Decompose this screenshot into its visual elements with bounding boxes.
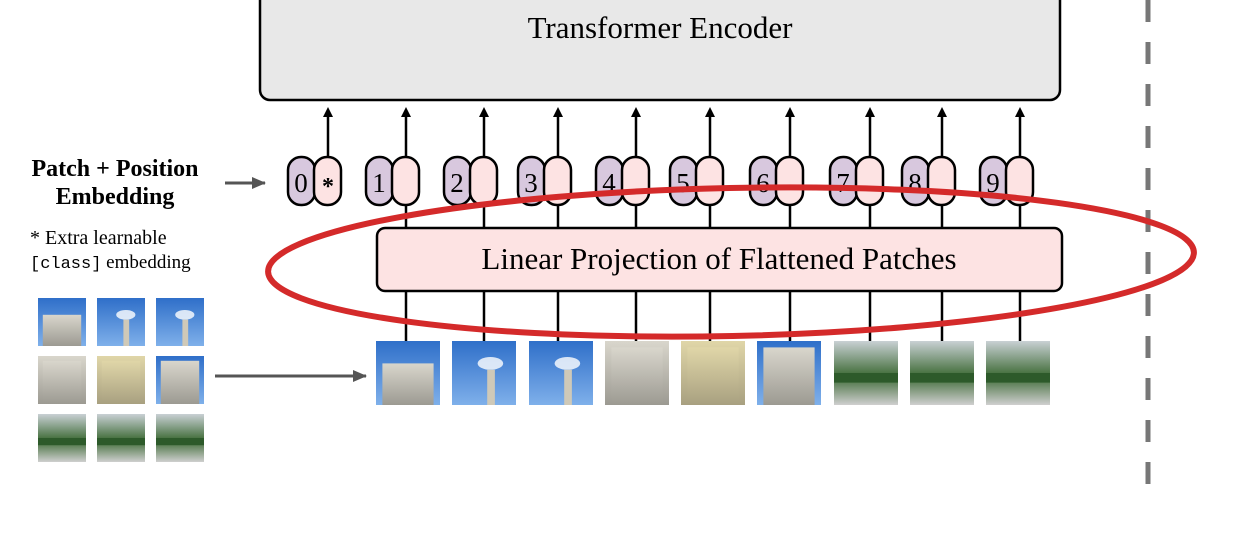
grid-patch-6 [156, 356, 204, 404]
patch-symbol: * [322, 174, 334, 200]
token-2: 2 [442, 107, 499, 228]
grid-patch-9 [156, 414, 204, 462]
position-index: 2 [450, 168, 464, 198]
patch-image-1 [376, 341, 440, 405]
patch-image-4 [605, 341, 669, 405]
note-code: [class] [30, 255, 101, 274]
grid-patch-5 [97, 356, 145, 404]
token-5: 5 [668, 107, 725, 228]
patch-sequence [376, 291, 1050, 405]
note-rest: embedding [101, 252, 191, 273]
grid-patch-1 [38, 298, 86, 346]
grid-patch-4 [38, 356, 86, 404]
position-index: 9 [986, 168, 1000, 198]
patch-embedding [694, 155, 725, 207]
grid-patch-2 [97, 298, 145, 346]
token-7: 7 [828, 107, 885, 228]
patch-image-7 [834, 341, 898, 405]
patch-image-2 [452, 341, 516, 405]
patch-image-8 [910, 341, 974, 405]
note-line1: * Extra learnable [30, 227, 167, 249]
transformer-encoder-block: Transformer Encoder [258, 0, 1062, 102]
patch-embedding [390, 155, 421, 207]
patch-image-9 [986, 341, 1050, 405]
position-index: 5 [676, 168, 690, 198]
position-index: 3 [524, 168, 538, 198]
token-6: 6 [748, 107, 805, 228]
token-9: 9 [978, 107, 1035, 228]
patch-embedding [542, 155, 573, 207]
token-3: 3 [516, 107, 573, 228]
position-index: 0 [294, 168, 308, 198]
embedding-label-line1: Patch + Position [31, 156, 198, 182]
token-4: 4 [594, 107, 651, 228]
patch-embedding [312, 155, 343, 207]
note-line2: [class] embedding [30, 252, 191, 274]
grid-patch-7 [38, 414, 86, 462]
position-index: 1 [372, 168, 386, 198]
patch-embedding [854, 155, 885, 207]
patch-image-5 [681, 341, 745, 405]
grid-patch-3 [156, 298, 204, 346]
patch-embedding [1004, 155, 1035, 207]
token-0: 0* [286, 107, 343, 207]
patch-embedding [774, 155, 805, 207]
patch-image-6 [757, 341, 821, 405]
position-index: 6 [756, 168, 770, 198]
linear-projection-label: Linear Projection of Flattened Patches [481, 241, 956, 276]
embedding-label-line2: Embedding [56, 184, 175, 210]
patch-embedding [926, 155, 957, 207]
linear-projection-block: Linear Projection of Flattened Patches [375, 226, 1064, 293]
grid-patch-8 [97, 414, 145, 462]
patch-embedding [468, 155, 499, 207]
position-index: 7 [836, 168, 850, 198]
transformer-encoder-label: Transformer Encoder [528, 10, 794, 45]
token-8: 8 [900, 107, 957, 228]
patch-embedding [620, 155, 651, 207]
highlight-ellipse [265, 184, 1197, 340]
token-1: 1 [364, 107, 421, 228]
image-grid [38, 298, 204, 462]
patch-image-3 [529, 341, 593, 405]
